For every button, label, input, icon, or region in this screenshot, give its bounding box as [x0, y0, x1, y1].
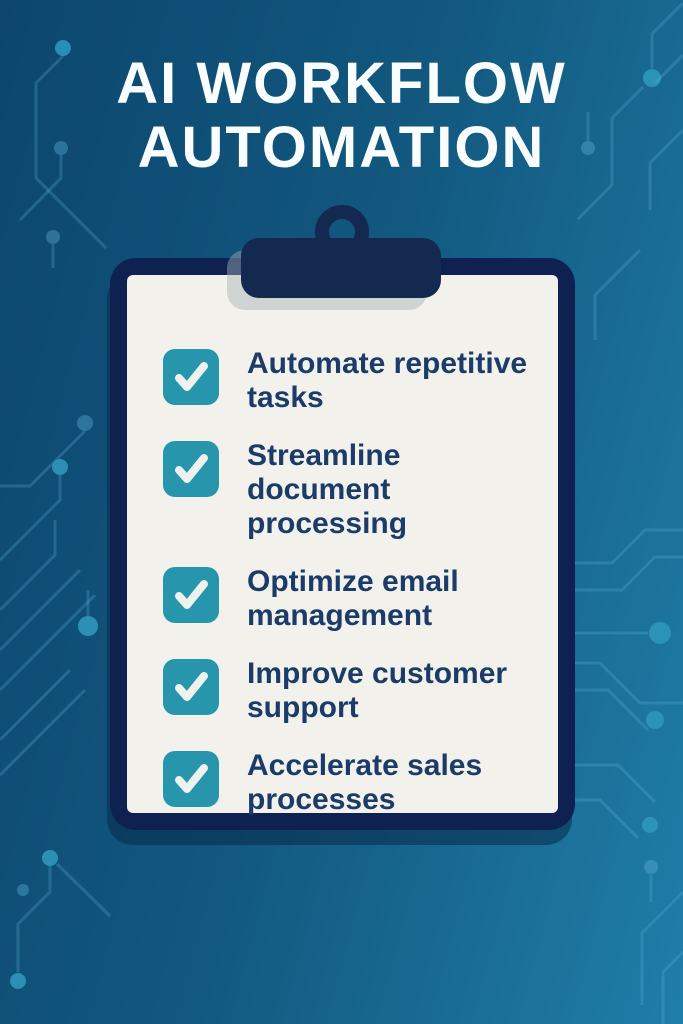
checklist-item: Improve customer support: [163, 657, 538, 725]
checklist-item: Accelerate sales processes: [163, 749, 538, 817]
poster-title: AI WORKFLOW AUTOMATION: [0, 52, 683, 180]
clipboard-paper: Automate repetitive tasks Streamline doc…: [127, 275, 558, 816]
checkbox-checked-icon: [163, 659, 219, 715]
checkmark-icon: [175, 362, 208, 391]
checklist-item: Optimize email management: [163, 565, 538, 633]
checkbox-checked-icon: [163, 441, 219, 497]
clipboard: Automate repetitive tasks Streamline doc…: [110, 258, 575, 830]
checklist-item: Automate repetitive tasks: [163, 347, 538, 415]
checkbox-checked-icon: [163, 567, 219, 623]
checkmark-icon: [175, 764, 208, 793]
checkmark-icon: [175, 454, 208, 483]
checklist-item-label: Accelerate sales processes: [247, 749, 483, 816]
checklist-item-label: Streamline document processing: [247, 439, 408, 540]
checkmark-icon: [175, 580, 208, 609]
checklist-item: Streamline document processing: [163, 439, 538, 541]
checkmark-icon: [175, 672, 208, 701]
poster-title-line1: AI WORKFLOW: [116, 51, 567, 116]
clipboard-clip: [241, 238, 441, 298]
checkbox-checked-icon: [163, 349, 219, 405]
checkbox-checked-icon: [163, 751, 219, 807]
poster-title-line2: AUTOMATION: [137, 115, 546, 180]
checklist-item-label: Automate repetitive tasks: [247, 347, 528, 414]
checklist-item-label: Improve customer support: [247, 657, 508, 724]
checklist-item-label: Optimize email management: [247, 565, 459, 632]
